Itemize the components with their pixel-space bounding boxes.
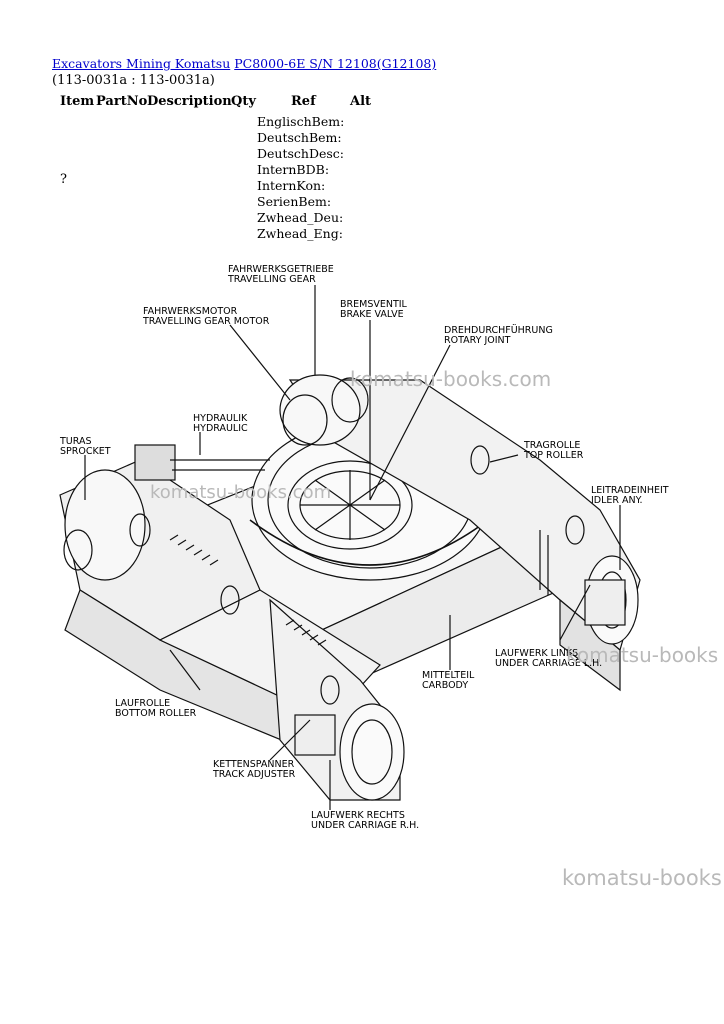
label-en: UNDER CARRIAGE L.H. [495, 658, 602, 669]
label-de: TRAGROLLE [523, 440, 580, 451]
breadcrumb-link-category[interactable]: Excavators Mining Komatsu [52, 56, 231, 71]
label-de: HYDRAULIK [193, 413, 248, 424]
meta-field: EnglischBem: [257, 114, 345, 129]
diagram-drawing [59, 285, 641, 810]
label-de: DREHDURCHFÜHRUNG [444, 325, 553, 336]
col-header-alt: Alt [350, 94, 372, 109]
label-de: MITTELTEIL [422, 670, 475, 681]
label-en: BOTTOM ROLLER [115, 708, 197, 719]
meta-field: Zwhead_Eng: [257, 226, 343, 241]
label-en: IDLER ANY. [591, 495, 643, 506]
label-de: TURAS [59, 436, 92, 447]
label-de: LAUFWERK RECHTS [311, 810, 405, 821]
breadcrumb-link-model[interactable]: PC8000-6E S/N 12108(G12108) [234, 56, 437, 71]
label-en: SPROCKET [60, 446, 111, 457]
meta-field: DeutschDesc: [257, 146, 345, 161]
label-en: ROTARY JOINT [444, 335, 511, 346]
col-header-partno: PartNo [96, 94, 148, 109]
diagram-labels: FAHRWERKSGETRIEBE TRAVELLING GEAR FAHRWE… [59, 264, 669, 831]
label-de: LAUFROLLE [115, 698, 170, 709]
watermark: komatsu-books.com [350, 367, 552, 391]
label-de: LAUFWERK LINKS [495, 648, 578, 659]
col-header-ref: Ref [291, 94, 316, 109]
meta-field: InternBDB: [257, 162, 330, 177]
label-en: TOP ROLLER [523, 450, 584, 461]
page-subtitle: (113-0031a : 113-0031a) [52, 73, 215, 88]
label-en: UNDER CARRIAGE R.H. [311, 820, 419, 831]
label-de: FAHRWERKSGETRIEBE [228, 264, 334, 275]
watermark: komatsu-books [562, 866, 722, 890]
label-en: HYDRAULIC [193, 423, 248, 434]
label-de: KETTENSPANNER [213, 759, 295, 770]
label-en: TRAVELLING GEAR [227, 274, 316, 285]
label-de: FAHRWERKSMOTOR [143, 306, 238, 317]
label-en: BRAKE VALVE [340, 309, 404, 320]
label-de: BREMSVENTIL [340, 299, 408, 310]
label-en: TRAVELLING GEAR MOTOR [142, 316, 270, 327]
breadcrumb: Excavators Mining Komatsu PC8000-6E S/N … [52, 56, 436, 71]
watermark: komatsu-books.com [150, 482, 332, 503]
label-en: CARBODY [422, 680, 468, 691]
col-header-qty: Qty [231, 94, 256, 109]
col-header-description: Description [147, 94, 232, 109]
col-header-item: Item [60, 94, 95, 109]
meta-fields: EnglischBem: DeutschBem: DeutschDesc: In… [257, 114, 344, 242]
label-de: LEITRADEINHEIT [591, 485, 669, 496]
meta-field: Zwhead_Deu: [257, 210, 344, 225]
row-item-value: ? [60, 172, 67, 187]
meta-field: SerienBem: [257, 194, 332, 209]
meta-field: DeutschBem: [257, 130, 342, 145]
label-en: TRACK ADJUSTER [212, 769, 296, 780]
meta-field: InternKon: [257, 178, 326, 193]
watermark: komatsu-books [566, 643, 719, 667]
